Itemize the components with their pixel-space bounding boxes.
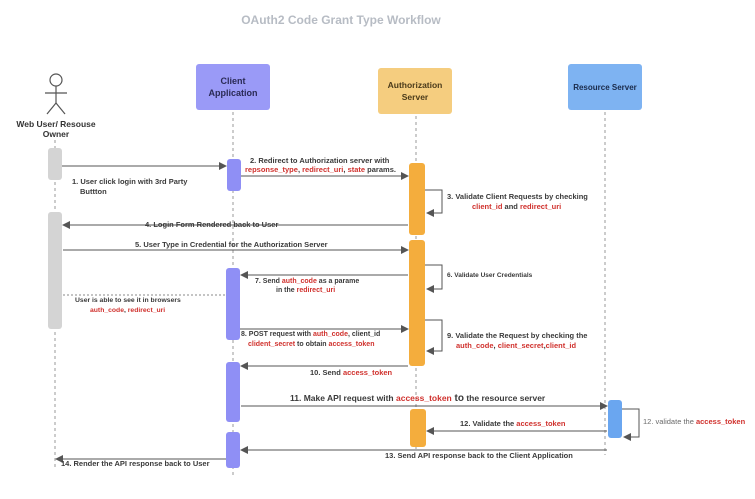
resource-activation-1 — [608, 400, 622, 438]
client-activation-4 — [226, 432, 240, 468]
step-1-label: 1. User click login with 3rd Party — [72, 177, 188, 186]
auth-activation-3 — [410, 409, 426, 447]
step-8-label: 8. POST request with auth_code, client_i… — [241, 331, 380, 338]
user-label: Web User/ Resouse — [16, 119, 95, 129]
step-9-params: auth_code, client_secret,client_id — [456, 341, 576, 350]
step-3-params: client_id and redirect_uri — [472, 202, 561, 211]
messages — [55, 162, 640, 463]
arrow-6-self — [425, 264, 443, 293]
user-activation-1 — [48, 148, 62, 180]
diagram-title: OAuth2 Code Grant Type Workflow — [241, 13, 441, 27]
arrow-12-self — [622, 408, 640, 441]
client-label-line2: Application — [209, 88, 258, 98]
client-label: Client — [220, 76, 245, 86]
step-6-label: 6. Validate User Credentials — [447, 272, 533, 279]
step-3-label: 3. Validate Client Requests by checking — [447, 192, 588, 201]
browser-note: User is able to see it in browsers — [75, 297, 181, 304]
step-10-label: 10. Send access_token — [310, 368, 393, 377]
step-1-label-line2: Buttton — [80, 187, 107, 196]
step-2-label: 2. Redirect to Authorization server with — [250, 156, 390, 165]
step-12b-label: 12. Validate the access_token — [460, 419, 566, 428]
step-4-label: 4. Login Form Rendered back to User — [145, 220, 278, 229]
auth-label-line2: Server — [402, 92, 429, 102]
step-5-label: 5. User Type in Credential for the Autho… — [135, 240, 328, 249]
arrow-9-self — [425, 319, 443, 355]
user-activation-2 — [48, 212, 62, 329]
client-activation-2 — [226, 268, 240, 340]
arrow-3-self — [425, 189, 443, 217]
step-9-label: 9. Validate the Request by checking the — [447, 331, 587, 340]
auth-activation-2 — [409, 240, 425, 366]
step-2-params: repsonse_type, redirect_uri, state param… — [245, 165, 396, 174]
step-8-label-line2: clident_secret to obtain access_token — [248, 341, 374, 348]
user-label-line2: Owner — [43, 129, 70, 139]
client-application-box — [196, 64, 270, 110]
person-icon — [45, 73, 67, 115]
authorization-server-box — [378, 68, 452, 114]
step-7-label-line2: in the redirect_uri — [276, 287, 335, 294]
resource-label: Resource Server — [573, 83, 637, 92]
activations — [48, 148, 622, 468]
browser-note-params: auth_code, redirect_uri — [90, 307, 165, 314]
step-13-label: 13. Send API response back to the Client… — [385, 451, 573, 460]
client-activation-1 — [227, 159, 241, 191]
auth-label: Authorization — [388, 80, 443, 90]
resource-server-box — [568, 64, 642, 110]
auth-activation-1 — [409, 163, 425, 235]
step-14-label: 14. Render the API response back to User — [61, 459, 210, 468]
step-12-label: 12. validate the access_token — [643, 417, 746, 426]
step-11-label: 11. Make API request with access_token t… — [290, 393, 546, 404]
client-activation-3 — [226, 362, 240, 422]
step-7-label: 7. Send auth_code as a parame — [255, 278, 359, 285]
